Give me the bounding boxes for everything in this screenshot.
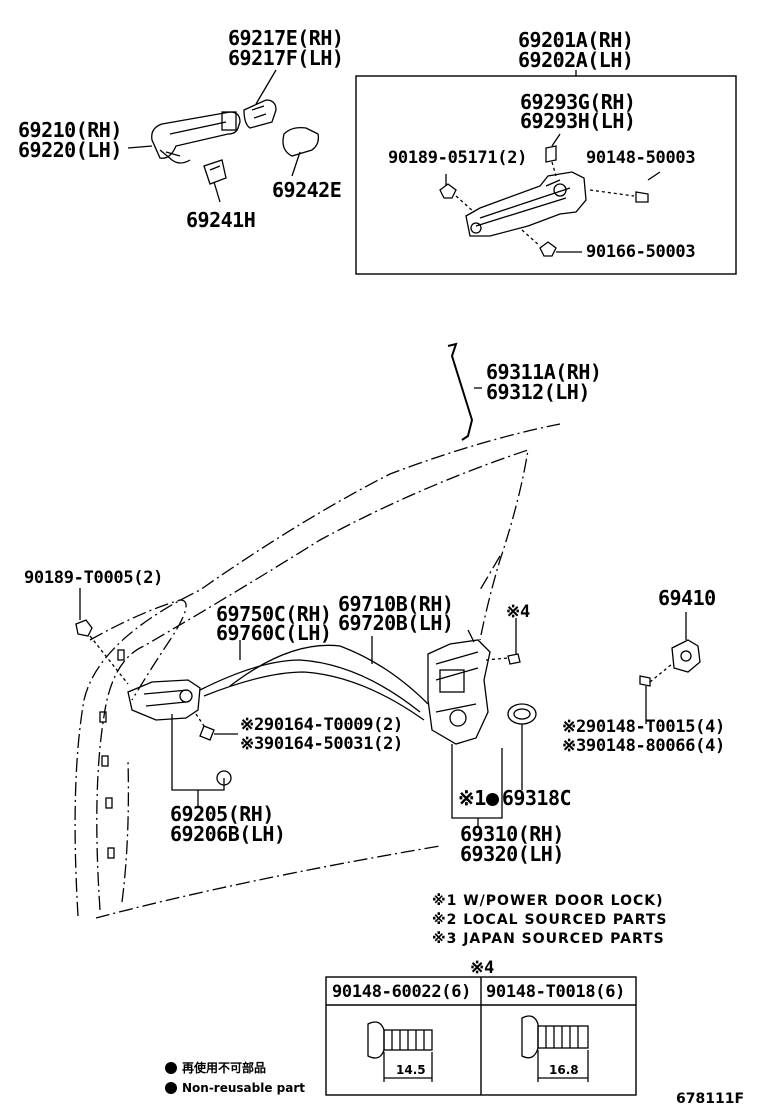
label-cable-b-rh: 69710B(RH) [338,592,454,616]
label-outer-handle-lh: 69220(LH) [18,138,122,162]
label-outer-handle-rh: 69210(RH) [18,118,122,142]
label-lock-lh: 69320(LH) [460,842,564,866]
label-mark4: ※4 [506,602,530,622]
label-inner-lh: 69206B(LH) [170,822,286,846]
label-frame-sub-lh: 69293H(LH) [520,109,636,133]
lock-rod [447,342,482,441]
clip-90189-05171 [439,174,475,213]
label-screw-80066: ※390148-80066(4) [562,736,725,756]
dim-1: 14.5 [396,1063,426,1077]
label-seal: ※1 69318C [458,786,572,810]
door-holes [99,649,125,859]
pad-69242e [282,126,320,157]
screw-90148-50003 [589,171,661,203]
label-frame-sub-rh: 69293G(RH) [520,90,636,114]
seal-mark: ※1 [458,786,486,810]
handle-leaders [127,69,301,203]
non-reusable-icon [485,793,499,806]
screw-mark4 [485,618,521,665]
bolt-90148-t0018 [521,1015,589,1082]
door-lock [427,629,491,745]
note-1: ※1 W/POWER DOOR LOCK) [432,893,664,909]
label-cable-c-lh: 69760C(LH) [216,621,332,645]
cables [199,636,429,721]
bolt-90148-60022 [367,1021,433,1082]
door-outline [74,423,561,919]
diagram-code: 678111F [676,1091,745,1107]
table-col1-header: 90148-60022(6) [332,982,472,1002]
grommet-69318c [507,703,537,790]
label-handle-rh: 69217E(RH) [228,26,344,50]
label-screw-t0009: ※290164-T0009(2) [240,715,403,735]
label-handle-lh: 69217F(LH) [228,46,344,70]
label-lock-rh: 69310(RH) [460,822,564,846]
screw-90164 [195,713,238,786]
label-cable-b-lh: 69720B(LH) [338,611,454,635]
table-col2-header: 90148-T0018(6) [486,982,626,1002]
note-3: ※3 JAPAN SOURCED PARTS [432,931,665,947]
seal-number: 69318C [501,786,572,810]
label-cable-c-rh: 69750C(RH) [216,602,332,626]
pad-69241h [203,159,227,185]
label-inner-rh: 69205(RH) [170,802,274,826]
inside-handle [127,679,201,721]
clip-69293 [545,133,561,177]
dim-2: 16.8 [549,1063,579,1077]
legend-dot-en [165,1082,177,1094]
handle-frame [465,171,587,237]
label-pad-h: 69241H [186,208,256,232]
label-rod-lh: 69312(LH) [486,380,590,404]
label-frame-lh: 69202A(LH) [518,48,634,72]
clip-90189-t0005 [75,588,129,685]
table-mark: ※4 [470,958,494,978]
lock-bracket [451,744,503,826]
handle-cover [243,99,277,129]
striker [671,612,701,673]
label-screw-t0015: ※290148-T0015(4) [562,717,725,737]
screw-90148-t0015 [639,663,673,724]
legend-en: Non-reusable part [182,1081,306,1095]
bolt-table [325,976,637,1096]
legend-jp: 再使用不可部品 [182,1061,267,1075]
label-frame-rh: 69201A(RH) [518,28,634,52]
label-screw-50031: ※390164-50031(2) [240,734,403,754]
label-clip-05171: 90189-05171(2) [388,148,528,168]
label-screw-50003b: 90166-50003 [586,242,696,262]
label-pad-e: 69242E [272,178,342,202]
legend-dot-jp [165,1062,177,1074]
screw-90166-50003 [521,229,582,257]
frame-box [355,75,737,275]
outer-door-handle [151,111,241,164]
label-rod-rh: 69311A(RH) [486,360,602,384]
inner-handle-bracket [171,714,225,806]
note-2: ※2 LOCAL SOURCED PARTS [432,912,668,928]
label-screw-50003a: 90148-50003 [586,148,696,168]
label-clip-t0005: 90189-T0005(2) [24,568,164,588]
label-striker: 69410 [658,586,716,610]
